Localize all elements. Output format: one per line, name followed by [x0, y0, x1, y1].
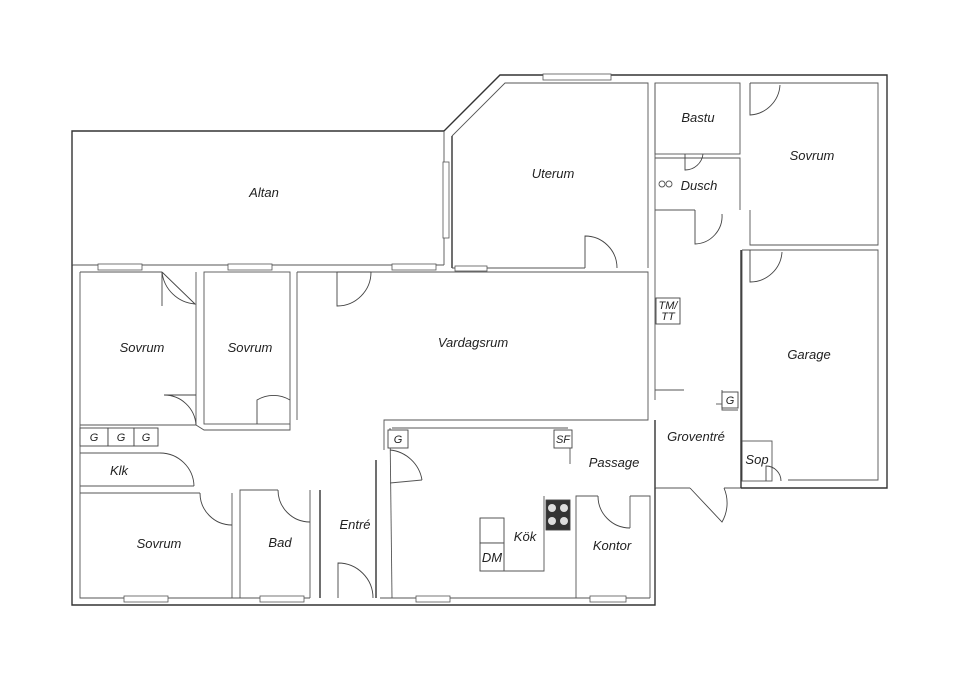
bastu-door — [684, 153, 704, 171]
label-dm: DM — [482, 550, 502, 565]
groventre-door — [689, 487, 728, 523]
sovrum-w2-walls — [195, 263, 291, 431]
sovrum-sw-door — [199, 492, 233, 526]
sovrum-w1-walls — [80, 263, 197, 426]
label-tmtt-1: TM/ — [659, 300, 679, 312]
kok-walls — [387, 427, 573, 603]
sop-closet — [741, 440, 782, 482]
dusch-door — [694, 210, 723, 245]
sovrum-ne-door — [749, 83, 781, 116]
sovrum-w2-door — [256, 394, 291, 424]
sovrum-w1-door-2 — [163, 394, 197, 426]
entre-door — [337, 562, 374, 599]
label-sovrum-sw: Sovrum — [137, 536, 182, 551]
kontor-door — [597, 495, 631, 529]
label-uterum: Uterum — [532, 166, 575, 181]
shower-head-icon — [658, 180, 666, 188]
bastu-dusch-walls — [654, 82, 741, 245]
label-bastu: Bastu — [681, 110, 714, 125]
east-walls — [654, 74, 888, 489]
label-entre: Entré — [339, 517, 370, 532]
uterum-window-top — [542, 73, 612, 81]
vardagsrum-walls — [296, 263, 649, 450]
bad-walls — [239, 489, 321, 603]
bad-door — [277, 489, 311, 523]
label-bad: Bad — [268, 535, 292, 550]
klk-closet — [80, 452, 195, 487]
g-closets — [79, 427, 159, 447]
vardagsrum-door — [336, 271, 372, 307]
label-groventre: Groventré — [667, 429, 725, 444]
label-altan: Altan — [248, 185, 279, 200]
label-g1: G — [90, 432, 99, 444]
uterum-door — [584, 235, 618, 269]
label-klk: Klk — [110, 463, 130, 478]
label-kontor: Kontor — [593, 538, 632, 553]
label-vardagsrum: Vardagsrum — [438, 335, 508, 350]
label-tmtt-2: TT — [661, 311, 676, 323]
sovrum-w1-door — [161, 271, 197, 305]
uterum-window-left — [442, 161, 450, 239]
label-sovrum-w2: Sovrum — [228, 340, 273, 355]
entre-walls — [337, 460, 377, 599]
uterum-walls — [442, 73, 655, 272]
groventre-walls — [654, 250, 742, 523]
label-passage: Passage — [589, 455, 640, 470]
label-sop: Sop — [745, 452, 768, 467]
label-g2: G — [117, 432, 126, 444]
label-g-kitchen: G — [394, 434, 403, 446]
uterum-window-bottom — [454, 265, 488, 272]
label-sovrum-ne: Sovrum — [790, 148, 835, 163]
label-kok: Kök — [514, 529, 538, 544]
kok-door — [389, 449, 423, 481]
label-g-groventre: G — [726, 395, 735, 407]
kontor-walls — [575, 297, 739, 603]
label-sf: SF — [556, 434, 571, 446]
stove-icon — [545, 499, 571, 531]
label-g3: G — [142, 432, 151, 444]
label-dusch: Dusch — [681, 178, 718, 193]
shower-valve-icon — [665, 180, 673, 188]
label-sovrum-w1: Sovrum — [120, 340, 165, 355]
sovrum-sw-walls — [80, 492, 233, 603]
label-garage: Garage — [787, 347, 830, 362]
garage-door — [749, 250, 783, 283]
